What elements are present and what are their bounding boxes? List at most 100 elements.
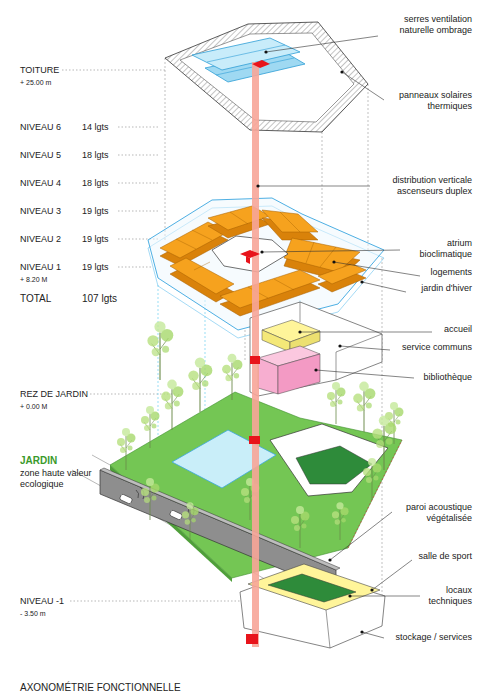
projection-line	[158, 285, 159, 448]
leader-dot	[328, 558, 331, 561]
tree	[353, 382, 375, 432]
unit-count: 19 lgts	[82, 262, 122, 273]
ground-floor-building	[250, 302, 382, 396]
callout-text: jardin d'hiver	[392, 283, 472, 294]
level-elevation: + 25.00 m	[20, 77, 80, 88]
acoustic-wall-top	[100, 468, 340, 570]
housing-block	[220, 270, 320, 308]
tree	[147, 321, 173, 380]
unit-count: 18 lgts	[82, 178, 122, 189]
library-volume-side	[258, 358, 278, 394]
level-elevation: - 3.50 m	[20, 608, 80, 619]
atrium	[212, 236, 288, 272]
tree	[141, 406, 160, 448]
car	[169, 510, 182, 521]
level-line	[62, 70, 166, 71]
garden-title: JARDIN	[20, 455, 80, 466]
callout-text: locaux techniques	[420, 585, 472, 607]
level-name: REZ DE JARDIN	[20, 389, 110, 400]
basement-edge	[326, 610, 330, 648]
housing-division	[230, 212, 248, 224]
leader-dot	[314, 368, 317, 371]
construction-line	[165, 58, 166, 240]
level-name: NIVEAU 3	[20, 206, 80, 217]
callout-text: serres ventilation naturelle ombrage	[380, 14, 472, 36]
level-name: NIVEAU 6	[20, 122, 80, 133]
tree	[332, 502, 349, 540]
tree	[188, 357, 212, 412]
leader-line	[266, 36, 378, 52]
leader-line	[262, 250, 400, 252]
callout-text: paroi acoustique végétalisée	[392, 502, 472, 524]
level-line	[70, 601, 240, 602]
tree	[222, 354, 242, 400]
leader-line	[300, 332, 432, 333]
housing-division	[280, 212, 300, 232]
leader-line	[350, 596, 420, 597]
tree	[182, 502, 199, 540]
level-name: NIVEAU 1	[20, 262, 80, 273]
leader-line	[316, 370, 414, 378]
total-count: 107 lgts	[82, 293, 132, 304]
leader-dot	[340, 70, 343, 73]
sports-hall	[248, 564, 380, 610]
total-label: TOTAL	[20, 293, 80, 304]
level-elevation: + 8.20 M	[20, 274, 80, 285]
elevator-core	[250, 356, 260, 364]
ground-floor-edge	[300, 302, 301, 322]
callout-text: panneaux solaires thermiques	[386, 90, 472, 112]
leader-dot	[298, 330, 301, 333]
leader-dot	[256, 184, 259, 187]
unit-count: 14 lgts	[82, 122, 122, 133]
elevator-core	[252, 60, 270, 68]
unit-count: 19 lgts	[82, 206, 122, 217]
greenhouse-ridge	[207, 45, 285, 62]
leader-dot	[264, 50, 267, 53]
unit-count: 19 lgts	[82, 234, 122, 245]
leader-line	[340, 346, 390, 350]
elevator-cores	[240, 60, 270, 644]
diagram-caption: AXONOMÉTRIE FONCTIONNELLE	[20, 682, 260, 693]
callout-text: salle de sport	[402, 551, 472, 562]
elevator-core	[240, 250, 260, 258]
leader-dot	[360, 630, 363, 633]
construction-line	[245, 330, 246, 360]
trees	[117, 321, 404, 548]
housing-block	[208, 206, 270, 230]
leader-dots	[256, 50, 373, 633]
leader-dot	[348, 594, 351, 597]
callout-text: logements	[402, 267, 472, 278]
ground-floor-edge	[336, 334, 382, 352]
callout-text: service communs	[382, 342, 472, 353]
reception-volume-side	[262, 330, 290, 352]
tree	[363, 458, 382, 500]
tree	[291, 506, 310, 548]
housing-division	[274, 279, 294, 290]
leader-line	[342, 72, 384, 100]
level-line	[118, 211, 160, 212]
garden-note: zone haute valeur ecologique	[20, 468, 100, 490]
car	[119, 494, 132, 505]
level-name: NIVEAU -1	[20, 596, 80, 607]
atrium-courtyard	[172, 430, 276, 488]
winter-garden-outline	[148, 198, 384, 330]
elevator-core	[246, 634, 258, 644]
leader-line	[372, 560, 412, 590]
unit-count: 18 lgts	[82, 150, 122, 161]
patio-garden	[296, 446, 372, 484]
housing-division	[176, 239, 196, 249]
leader-lines	[258, 36, 432, 638]
leader-dot	[370, 588, 373, 591]
level-name: NIVEAU 5	[20, 150, 80, 161]
level-line	[118, 183, 160, 184]
leader-dot	[360, 280, 363, 283]
callout-text: distribution verticale ascenseurs duplex	[372, 175, 472, 197]
level-line	[118, 155, 160, 156]
elevator-core	[249, 436, 260, 444]
tree	[327, 382, 346, 424]
housing-blocks	[160, 206, 366, 316]
housing-division	[320, 247, 336, 267]
greenhouse	[192, 38, 300, 70]
roof-slab	[165, 22, 368, 132]
